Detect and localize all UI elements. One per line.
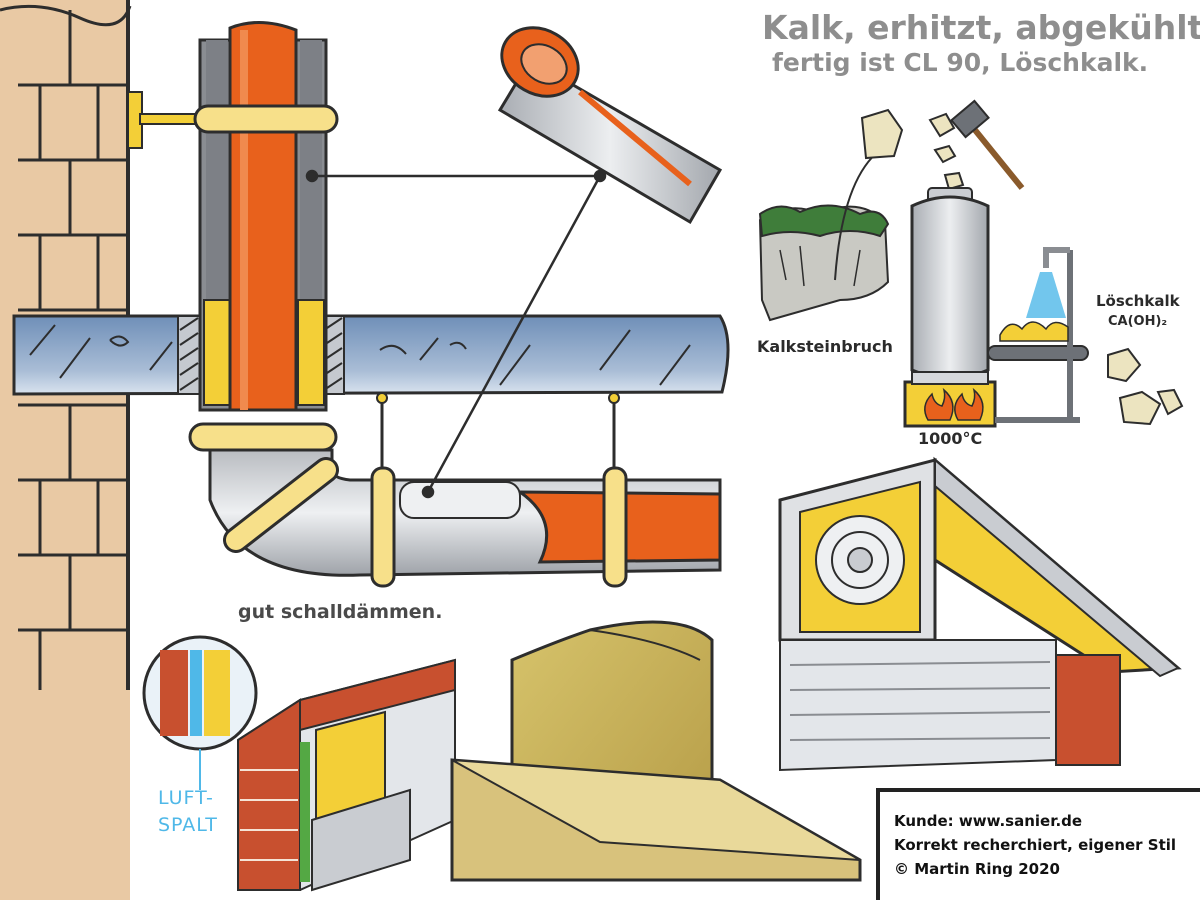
flame-icon (924, 387, 984, 421)
wall-insulation-detail (142, 635, 456, 892)
quarry-illustration (758, 204, 890, 322)
floor-slab (12, 314, 730, 396)
brick-wall (0, 0, 132, 900)
water-tap-icon (1026, 247, 1070, 318)
kiln-temperature-label: 1000°C (918, 429, 983, 448)
title-line-2: fertig ist CL 90, Löschkalk. (772, 48, 1149, 77)
lime-kiln (903, 187, 997, 428)
credit-client: Kunde: www.sanier.de (894, 812, 1083, 830)
pipe-caption: gut schalldämmen. (238, 601, 443, 623)
air-gap-label-line-2: SPALT (158, 814, 218, 836)
pipe-cross-section (497, 26, 723, 225)
vertical-insulated-pipe (127, 20, 339, 452)
horizontal-insulated-pipe (208, 392, 722, 588)
quarry-label: Kalksteinbruch (757, 337, 893, 356)
title-line-1: Kalk, erhitzt, abgekühlt, (762, 8, 1200, 47)
slaking-station (987, 247, 1089, 423)
credit-copyright: © Martin Ring 2020 (894, 860, 1060, 878)
chemical-formula-label: CA(OH)₂ (1108, 314, 1168, 329)
credits-box (876, 788, 1200, 900)
limestone-rocks-icon (860, 108, 1184, 426)
mineral-wool-roll (450, 620, 862, 882)
lime-process-diagram (758, 99, 1184, 428)
credit-note: Korrekt recherchiert, eigener Stil (894, 836, 1177, 854)
air-gap-label-line-1: LUFT- (158, 787, 214, 809)
hammer-icon (950, 99, 1025, 190)
roller-shutter-box (778, 456, 1182, 772)
slaked-lime-label: Löschkalk (1096, 292, 1180, 310)
callout-lines (305, 169, 607, 499)
